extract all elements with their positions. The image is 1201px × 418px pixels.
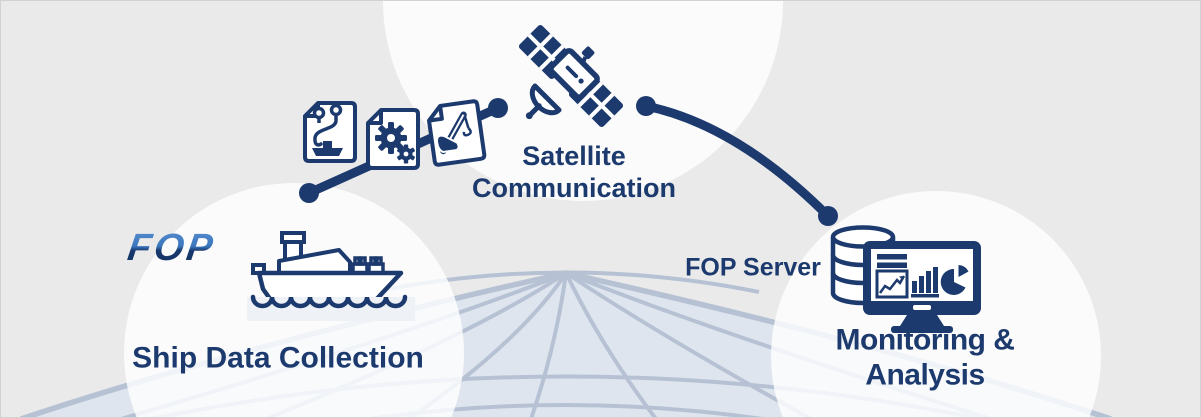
satellite-icon [518,24,624,128]
monitoring-analysis-label: Monitoring & Analysis [835,323,1015,392]
gear-document-icon [366,108,420,170]
ship-data-collection-label: Ship Data Collection [132,341,424,375]
satellite-communication-label: Satellite Communication [471,141,677,203]
fop-server-label: FOP Server [685,253,821,282]
fop-logo: FOP [125,227,219,269]
dashboard-charts [875,254,969,299]
crane-document-icon [427,99,487,167]
monitor-icon [863,241,981,333]
database-monitor-icon [830,225,981,333]
route-document-icon [303,101,357,163]
cargo-ship-icon [247,231,415,321]
connector-satellite-to-server [636,96,838,226]
